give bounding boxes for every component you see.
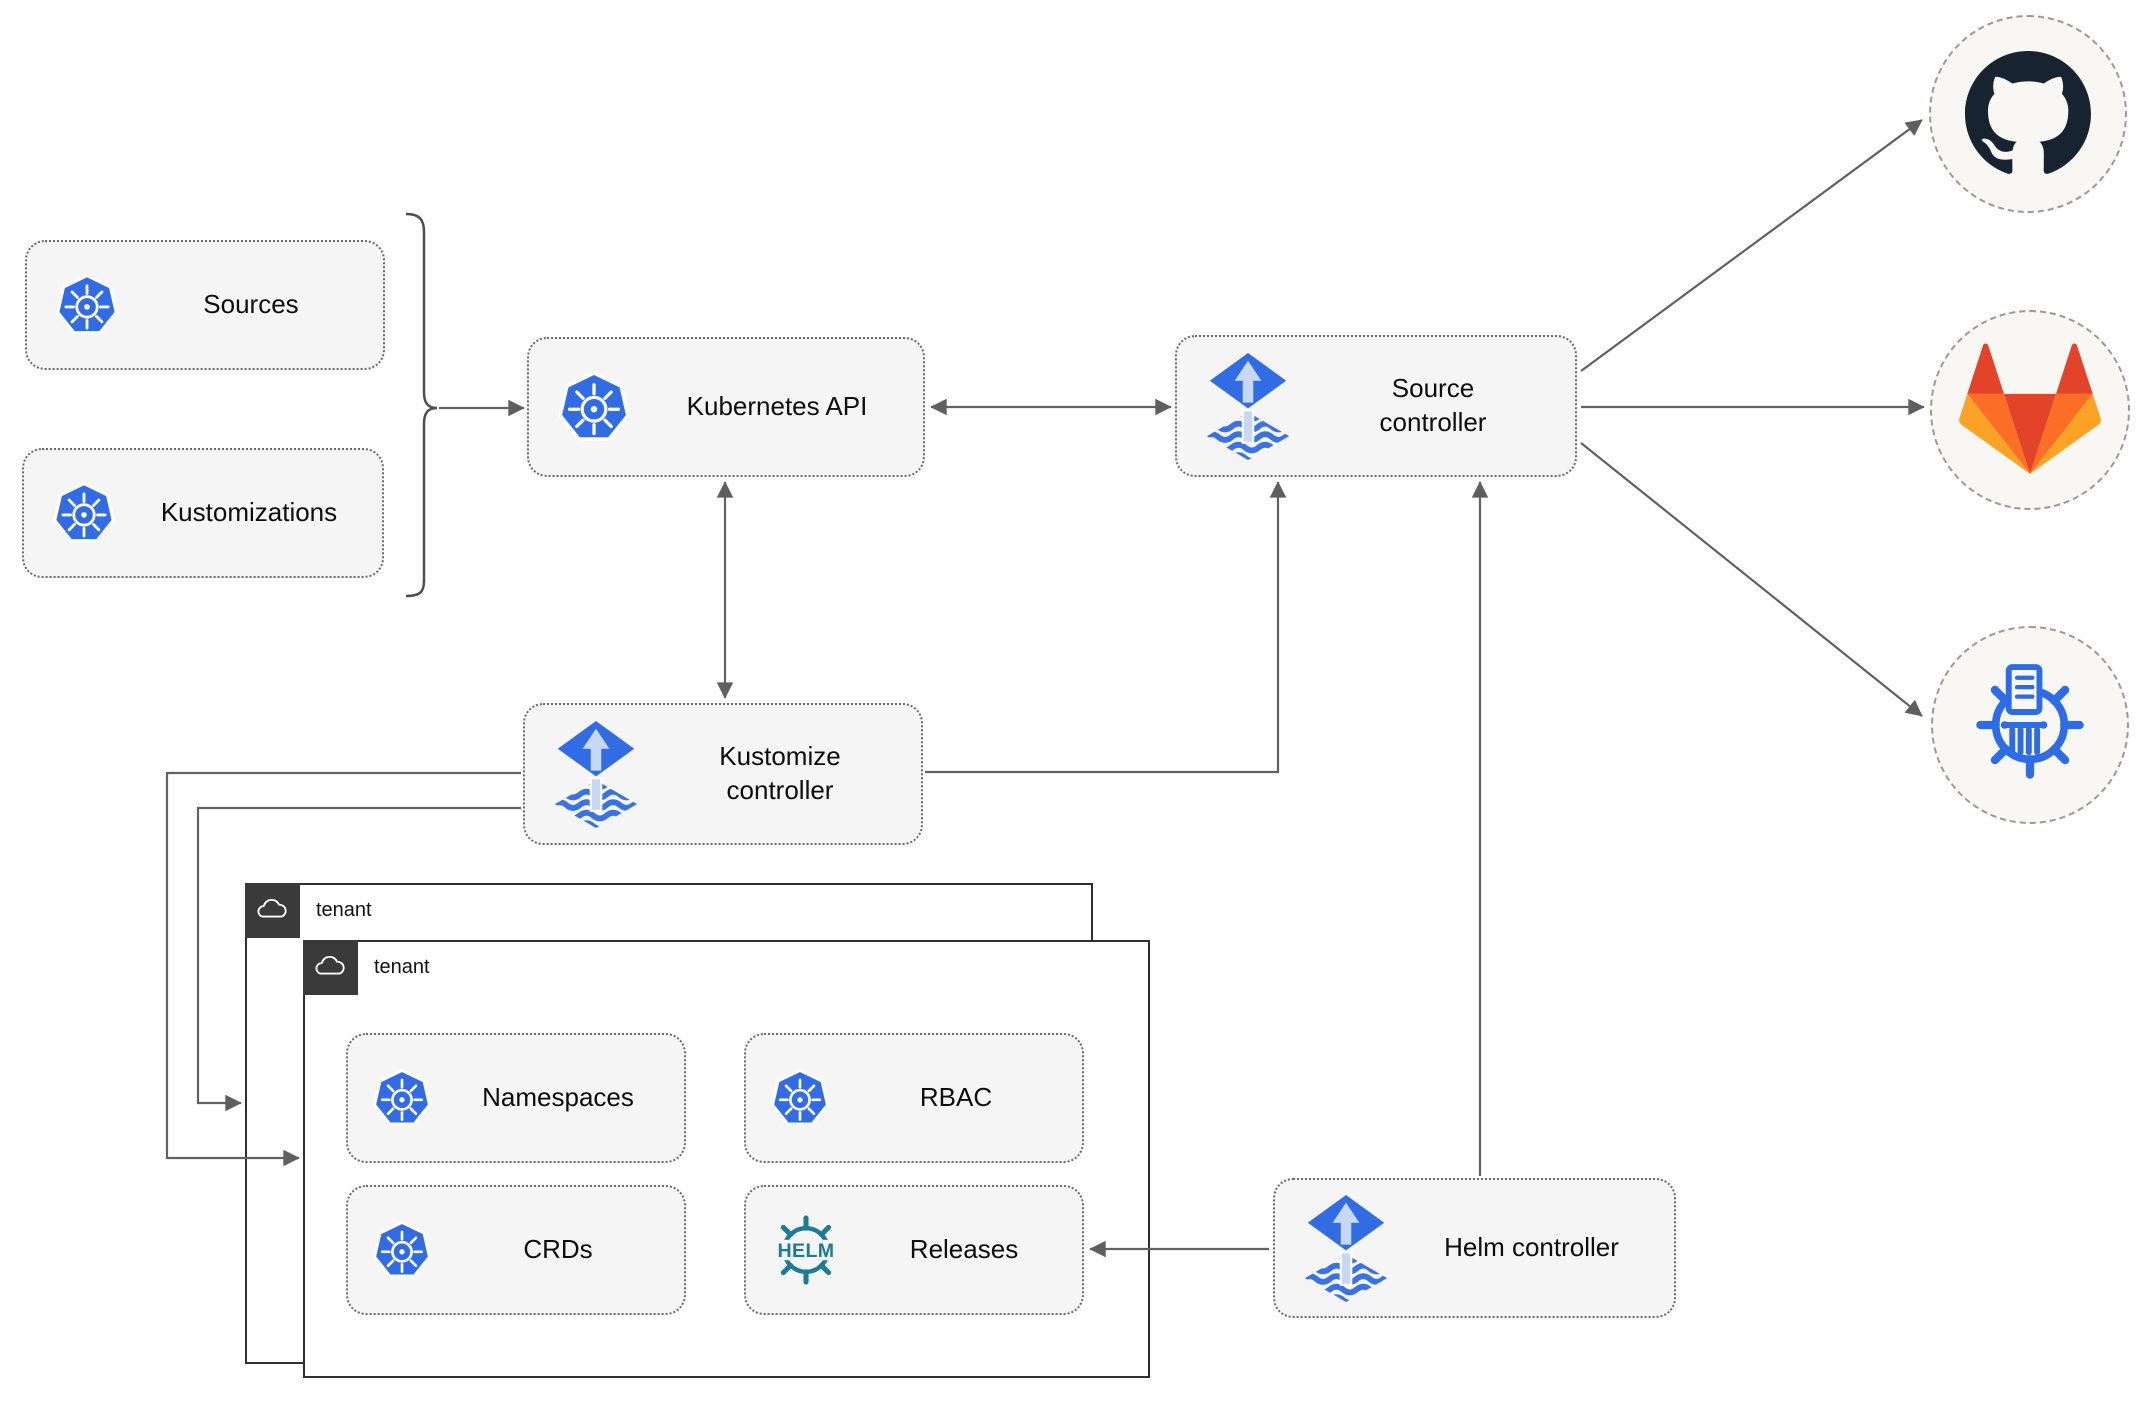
- node-label: CRDs: [523, 1234, 593, 1265]
- node-label: Namespaces: [482, 1082, 634, 1113]
- github-octocat-icon: [1965, 51, 2091, 174]
- node-kustomizations: Kustomizations: [22, 448, 384, 578]
- tenant-label-front: tenant: [374, 956, 430, 978]
- tenant-tab-back: [244, 882, 300, 938]
- node-sources: Sources: [25, 240, 385, 370]
- node-crds: CRDs: [346, 1185, 686, 1315]
- flux-icon: [1303, 1195, 1389, 1302]
- github-provider-circle: [1929, 15, 2127, 213]
- node-label: Releases: [909, 1234, 1019, 1265]
- arrow-source-controller-to-github: [1580, 119, 1923, 372]
- kubernetes-icon: [52, 481, 116, 545]
- helm-logo-text: HELM: [777, 1240, 834, 1262]
- tenant-tab-front: [302, 939, 358, 995]
- brace-sources-kustomizations: [405, 212, 438, 598]
- helm-icon: HELM: [777, 1215, 835, 1285]
- tenant-label-back: tenant: [316, 899, 372, 921]
- arrow-kustomize-to-source-controller: [925, 481, 1287, 774]
- cloud-icon: [255, 899, 289, 922]
- kubernetes-icon: [557, 370, 631, 444]
- node-helm-controller: Helm controller: [1273, 1178, 1676, 1318]
- node-label: RBAC: [919, 1082, 993, 1113]
- chartmuseum-provider-circle: [1931, 626, 2129, 824]
- chartmuseum-wheel-icon: [1976, 664, 2084, 779]
- arrow-source-controller-to-chartmuseum: [1580, 442, 1923, 717]
- node-kubernetes-api: Kubernetes API: [527, 337, 925, 477]
- node-label: Kustomize controller: [719, 741, 841, 805]
- node-kustomize-controller: Kustomize controller: [523, 703, 923, 845]
- node-label: Kubernetes API: [686, 391, 868, 422]
- node-releases: HELM Releases: [744, 1185, 1084, 1315]
- flux-icon: [553, 721, 639, 828]
- node-label: Sources: [203, 289, 299, 320]
- kubernetes-icon: [770, 1068, 830, 1128]
- flux-icon: [1205, 353, 1291, 460]
- node-source-controller: Source controller: [1175, 335, 1577, 477]
- kubernetes-icon: [372, 1220, 432, 1280]
- node-label: Helm controller: [1444, 1232, 1619, 1263]
- node-rbac: RBAC: [744, 1033, 1084, 1163]
- kubernetes-icon: [55, 273, 119, 337]
- node-namespaces: Namespaces: [346, 1033, 686, 1163]
- kubernetes-icon: [372, 1068, 432, 1128]
- cloud-icon: [313, 956, 347, 979]
- node-label: Source controller: [1379, 373, 1487, 437]
- gitlab-tanuki-icon: [1959, 343, 2101, 474]
- node-label: Kustomizations: [160, 497, 338, 528]
- gitlab-provider-circle: [1930, 310, 2130, 510]
